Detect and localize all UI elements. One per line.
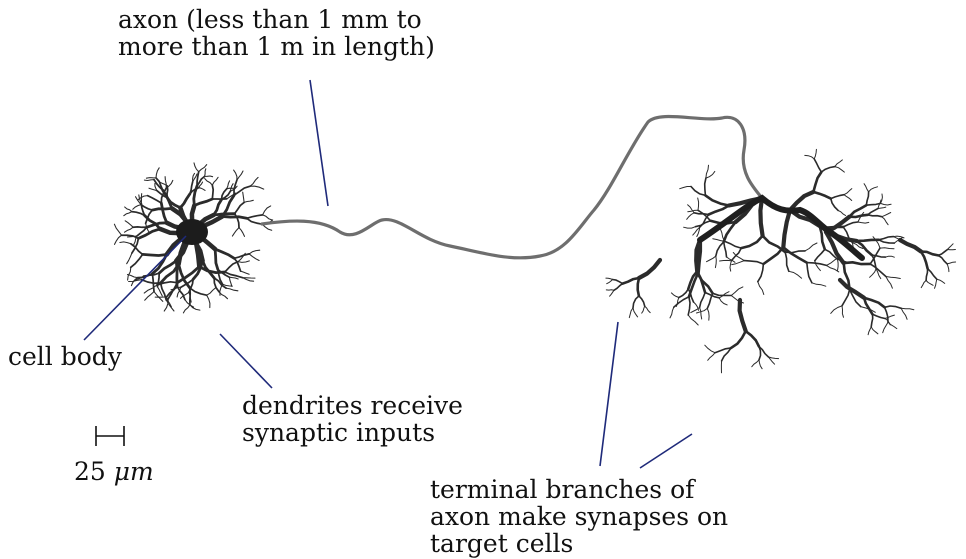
scale-value: 25 (74, 457, 106, 486)
axon-label-line-1: axon (less than 1 mm to (118, 5, 422, 34)
axon-fiber (260, 114, 764, 260)
terminal-branches-label: terminal branches of axon make synapses … (430, 476, 728, 557)
scale-label: 25 μm (74, 458, 154, 485)
terminal-label-line-2: axon make synapses on (430, 502, 729, 531)
axon-leader-line (309, 79, 329, 207)
axon-label: axon (less than 1 mm to more than 1 m in… (118, 6, 435, 60)
scale-unit: μm (113, 457, 154, 486)
scale-bar (95, 426, 125, 446)
dendrites-label: dendrites receive synaptic inputs (242, 392, 463, 446)
terminal-label-line-3: target cells (430, 529, 574, 558)
dendrites-label-line-2: synaptic inputs (242, 418, 436, 447)
dendrites-leader-line (219, 333, 273, 389)
dendrites-label-line-1: dendrites receive (242, 391, 463, 420)
cell-body-label: cell body (8, 342, 122, 371)
terminal-label-line-1: terminal branches of (430, 475, 695, 504)
terminal-leader-line-right (639, 433, 693, 469)
terminal-leader-line-left (599, 321, 619, 467)
axon-terminal-arbor (605, 148, 957, 374)
cell-body-leader-line (83, 235, 187, 341)
axon-label-line-2: more than 1 m in length) (118, 32, 435, 61)
